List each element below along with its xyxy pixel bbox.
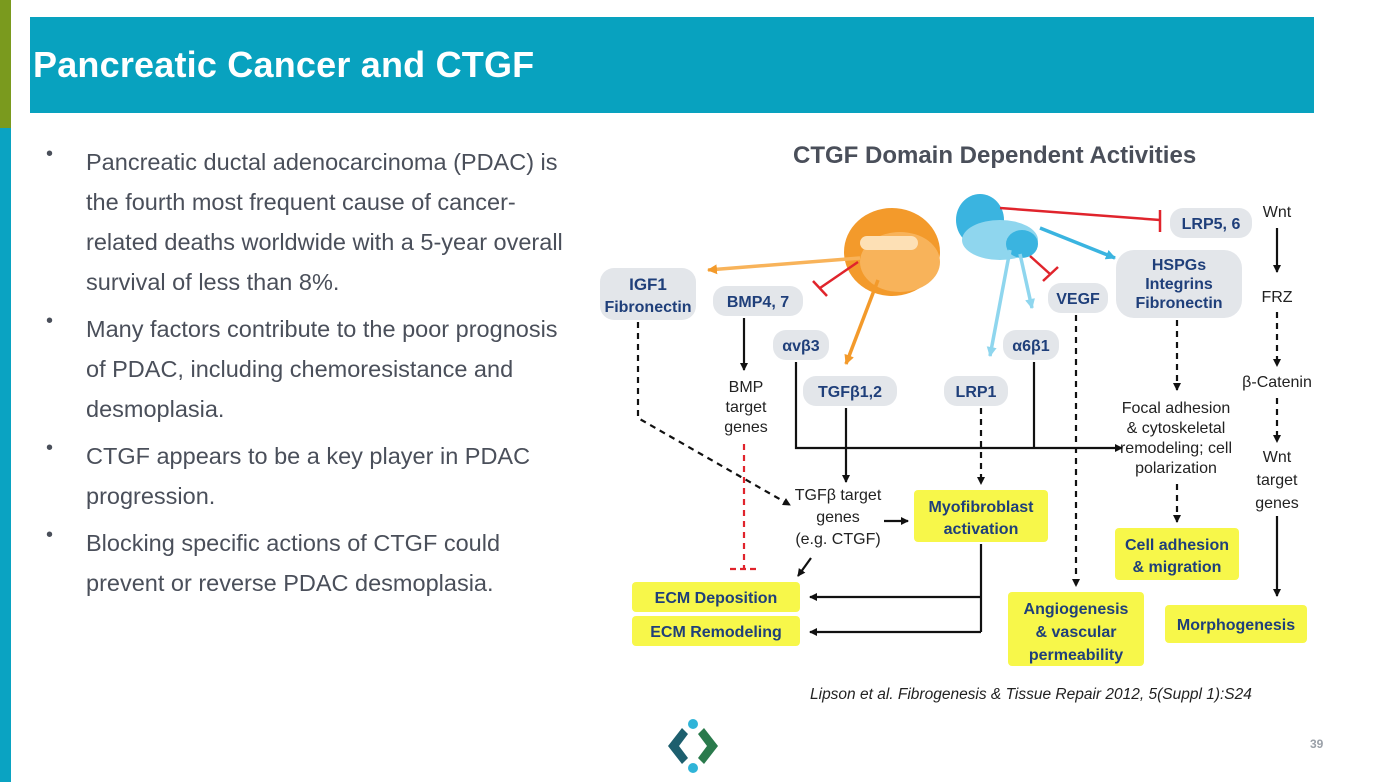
- bmp-target-label: BMP: [729, 379, 764, 396]
- bullet-marker: •: [46, 143, 54, 165]
- receptor-label: LRP5, 6: [1182, 216, 1241, 233]
- bullet-marker: •: [46, 310, 54, 332]
- receptor-label: α6β1: [1012, 338, 1050, 355]
- outcome-morphogenesis: Morphogenesis: [1165, 605, 1307, 643]
- bcatenin-label: β-Catenin: [1242, 374, 1312, 391]
- bullet-text: Many factors contribute to the poor prog…: [86, 316, 558, 422]
- ctgf-diagram: IGF1 Fibronectin BMP4, 7 αvβ3 TGFβ1,2 LR…: [600, 194, 1312, 666]
- title-banner: [30, 17, 1314, 113]
- receptor-label: LRP1: [956, 384, 997, 401]
- wnt-label: Wnt: [1263, 204, 1292, 221]
- outcome-ecm-remodeling: ECM Remodeling: [632, 616, 800, 646]
- receptor-label: VEGF: [1056, 291, 1100, 308]
- receptor-hspgs: HSPGs Integrins Fibronectin: [1116, 250, 1242, 318]
- arrow-to-tgfb: [844, 279, 880, 365]
- citation: Lipson et al. Fibrogenesis & Tissue Repa…: [810, 686, 1252, 703]
- receptor-avb3: αvβ3: [773, 330, 829, 360]
- outcome-label: Myofibroblast: [929, 499, 1035, 516]
- bullet-marker: •: [46, 524, 54, 546]
- bullet-item: • Many factors contribute to the poor pr…: [46, 309, 566, 429]
- arrow-to-igf1: [707, 256, 861, 275]
- outcome-label: Cell adhesion: [1125, 537, 1229, 554]
- outcome-label: & vascular: [1036, 624, 1117, 641]
- page-number: 39: [1310, 737, 1324, 751]
- bmp-inhibition-line: [730, 444, 760, 571]
- bullet-list: • Pancreatic ductal adenocarcinoma (PDAC…: [46, 142, 566, 610]
- arrow-to-hspgs: [1039, 226, 1116, 260]
- outcome-cell-adhesion: Cell adhesion & migration: [1115, 528, 1239, 580]
- receptor-a6b1: α6β1: [1003, 330, 1059, 360]
- outcome-label: activation: [944, 521, 1019, 538]
- outcome-angiogenesis: Angiogenesis & vascular permeability: [1008, 592, 1144, 666]
- receptor-lrp1: LRP1: [944, 376, 1008, 406]
- receptor-label: Fibronectin: [604, 299, 691, 316]
- tgf-target-label: TGFβ target: [795, 487, 882, 504]
- receptor-label: IGF1: [629, 275, 667, 294]
- pathway-connectors: [740, 228, 1281, 636]
- frz-label: FRZ: [1261, 289, 1292, 306]
- receptor-igf1: IGF1 Fibronectin: [600, 268, 696, 320]
- outcome-label: Angiogenesis: [1024, 601, 1129, 618]
- receptor-label: HSPGs: [1152, 257, 1206, 274]
- intermediate-labels: BMP target genes TGFβ target genes (e.g.…: [724, 204, 1312, 548]
- slide-title: Pancreatic Cancer and CTGF: [33, 44, 535, 85]
- bullet-marker: •: [46, 437, 54, 459]
- bmp-target-label: genes: [724, 419, 768, 436]
- receptor-label: TGFβ1,2: [818, 384, 882, 401]
- arrow-to-lrp1: [986, 249, 1012, 357]
- outcome-label: ECM Remodeling: [650, 624, 782, 641]
- outcome-label: permeability: [1029, 647, 1123, 664]
- bullet-item: • Blocking specific actions of CTGF coul…: [46, 523, 566, 603]
- receptor-lrp56: LRP5, 6: [1170, 208, 1252, 238]
- bullet-text: Pancreatic ductal adenocarcinoma (PDAC) …: [86, 149, 563, 295]
- bmp-target-label: target: [726, 399, 767, 416]
- focal-label: remodeling; cell: [1120, 440, 1232, 457]
- bullet-item: • Pancreatic ductal adenocarcinoma (PDAC…: [46, 142, 566, 302]
- tgf-target-label: genes: [816, 509, 860, 526]
- left-accent-bar: [0, 0, 11, 782]
- diagram-title: CTGF Domain Dependent Activities: [793, 142, 1197, 169]
- outcome-label: Morphogenesis: [1177, 617, 1295, 634]
- receptor-vegf: VEGF: [1048, 283, 1108, 313]
- left-accent-bar-top: [0, 0, 11, 128]
- wnt-target-label: Wnt: [1263, 449, 1292, 466]
- focal-label: & cytoskeletal: [1127, 420, 1226, 437]
- bullet-item: • CTGF appears to be a key player in PDA…: [46, 436, 566, 516]
- bullet-text: Blocking specific actions of CTGF could …: [86, 530, 501, 596]
- receptor-label: Integrins: [1145, 276, 1213, 293]
- wnt-target-label: genes: [1255, 495, 1299, 512]
- inhibition-lines: [812, 206, 1162, 297]
- receptor-label: BMP4, 7: [727, 294, 789, 311]
- outcome-myofibroblast: Myofibroblast activation: [914, 490, 1048, 542]
- focal-label: Focal adhesion: [1122, 400, 1231, 417]
- wnt-target-label: target: [1257, 472, 1298, 489]
- outcome-ecm-deposition: ECM Deposition: [632, 582, 800, 612]
- outcome-label: ECM Deposition: [655, 590, 778, 607]
- receptor-label: Fibronectin: [1135, 295, 1222, 312]
- receptor-tgfb: TGFβ1,2: [803, 376, 897, 406]
- tgf-target-label: (e.g. CTGF): [795, 531, 880, 548]
- receptor-label: αvβ3: [782, 338, 820, 355]
- ctgf-protein-icon: [844, 194, 1038, 296]
- receptor-bmp: BMP4, 7: [713, 286, 803, 316]
- focal-label: polarization: [1135, 460, 1217, 477]
- dashed-connectors: [636, 312, 1281, 587]
- outcome-label: & migration: [1133, 559, 1222, 576]
- company-logo-icon: [668, 719, 718, 773]
- bullet-text: CTGF appears to be a key player in PDAC …: [86, 443, 531, 509]
- arrow-to-a6b1: [1018, 253, 1035, 309]
